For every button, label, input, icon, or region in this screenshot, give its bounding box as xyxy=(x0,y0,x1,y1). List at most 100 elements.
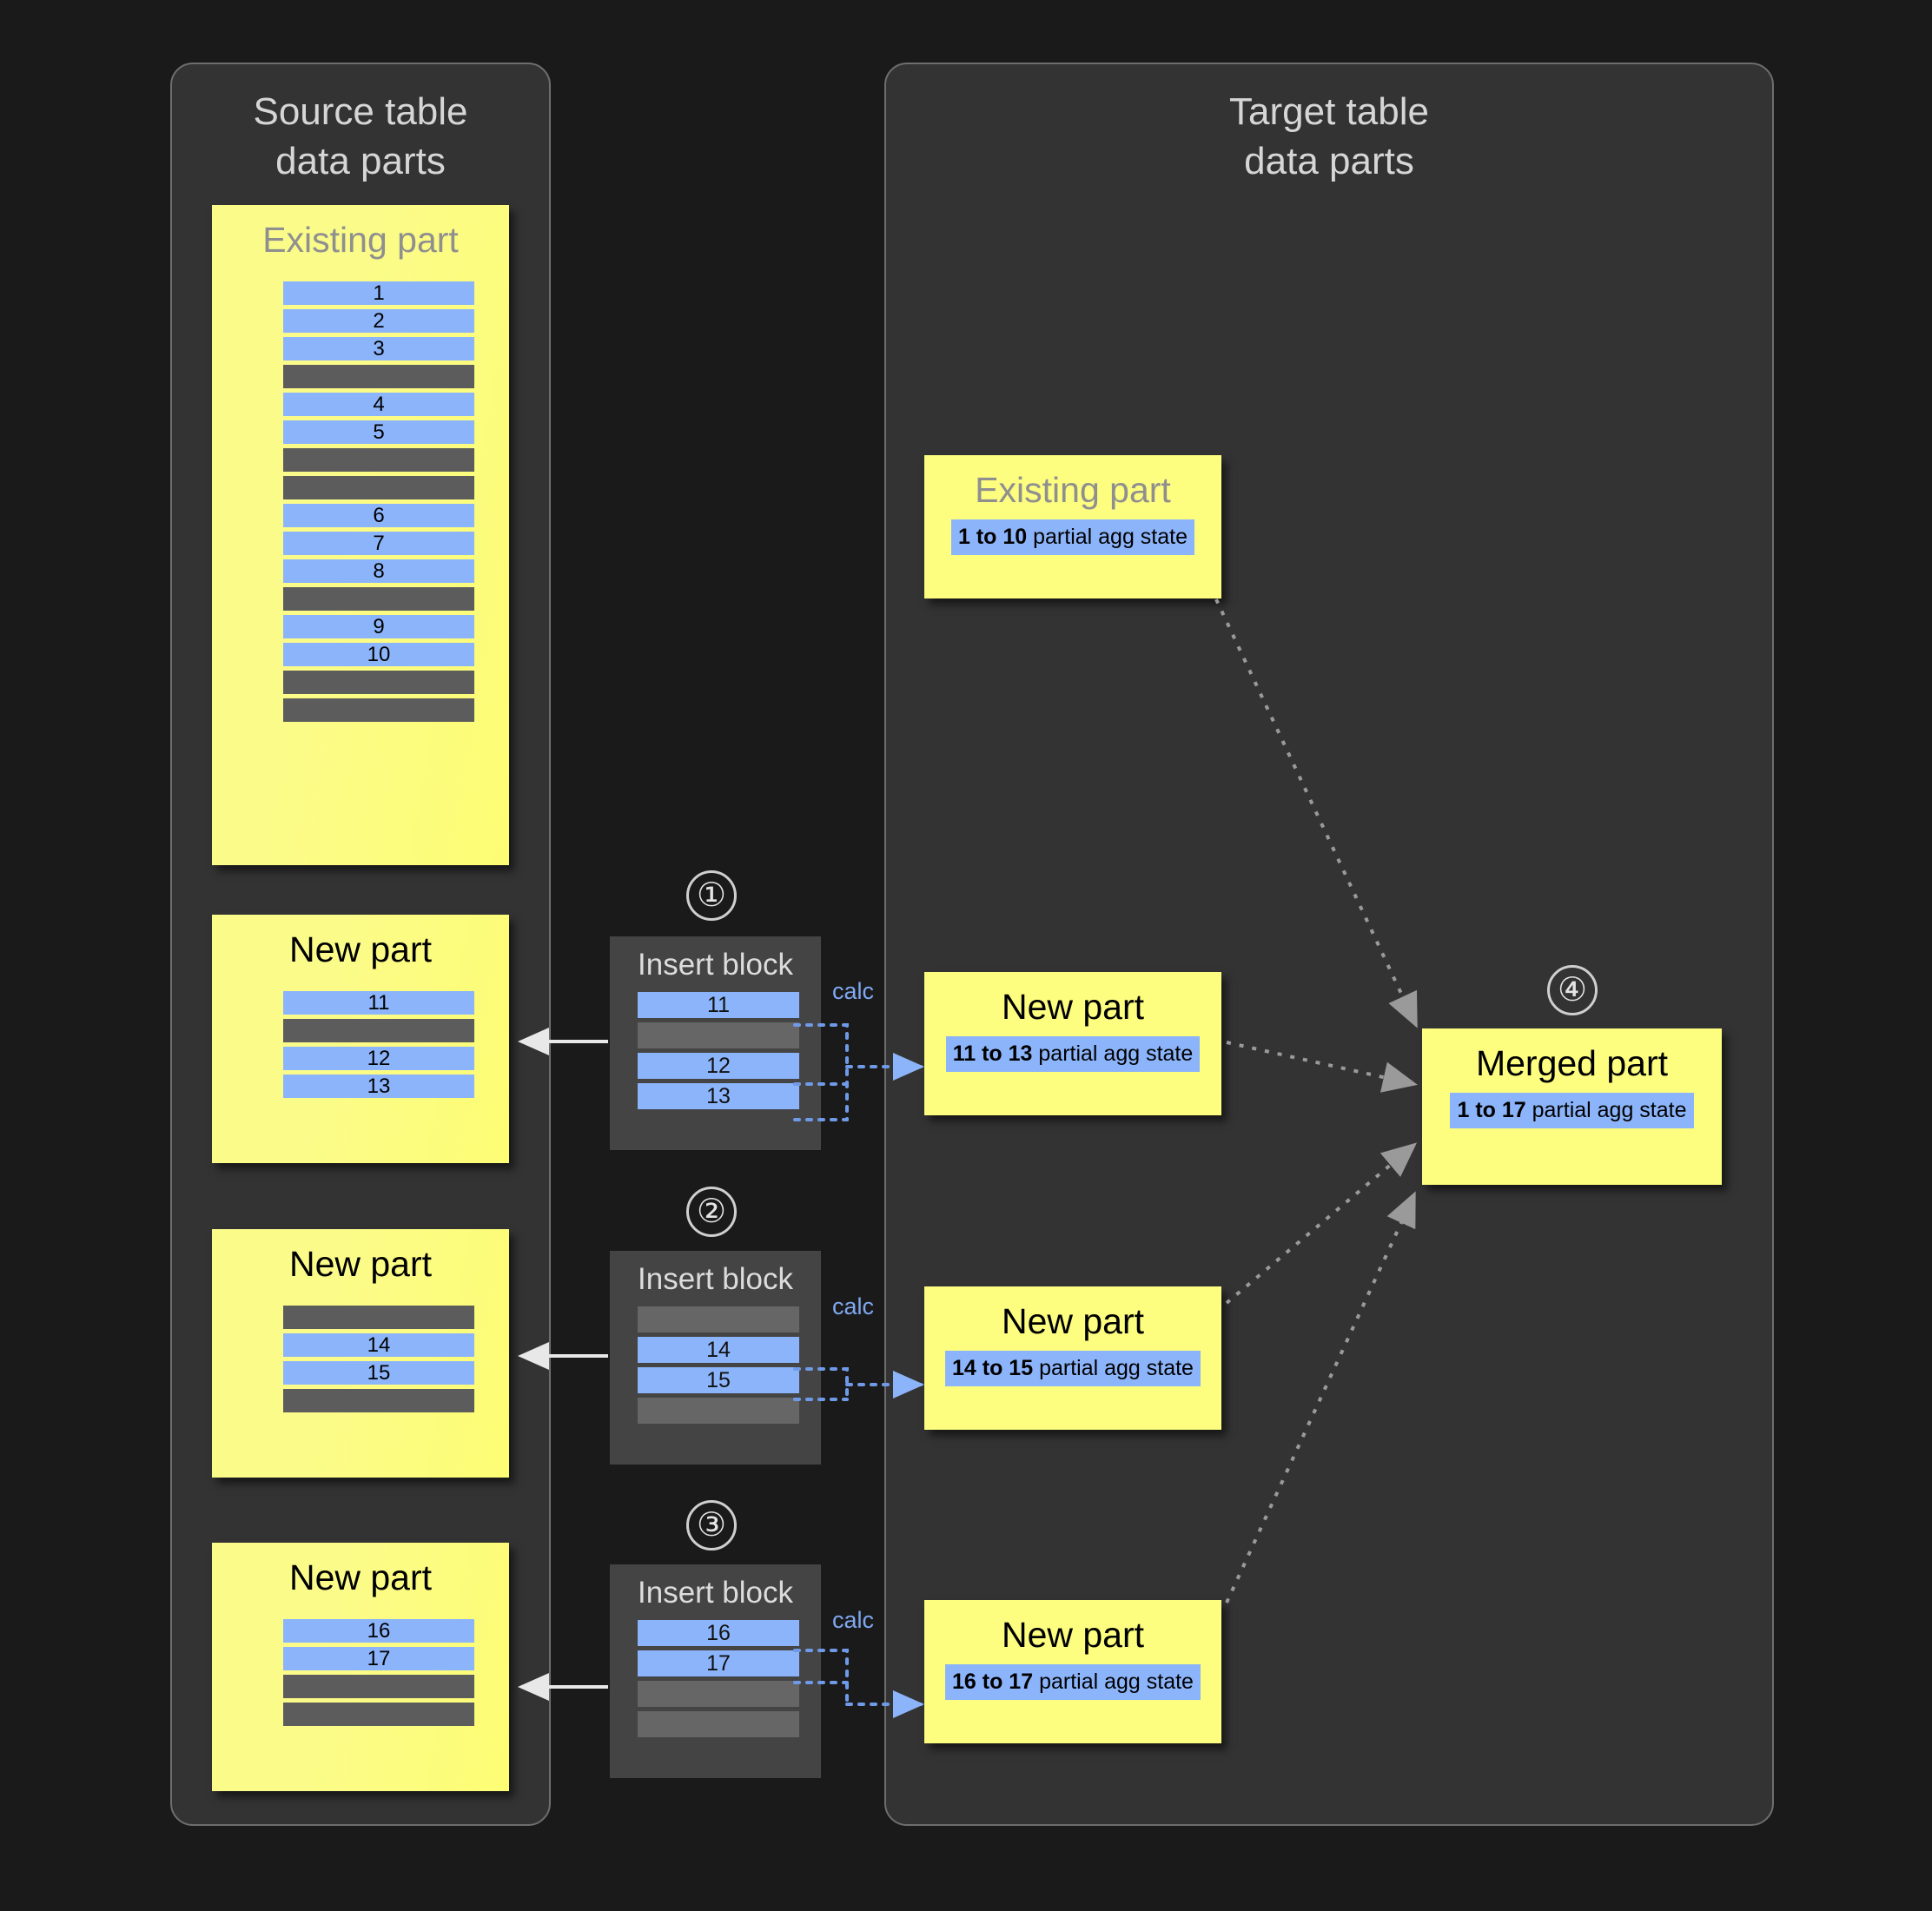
merged-part-agg-range: 1 to 17 xyxy=(1457,1098,1526,1122)
source-existing-part: Existing part 1 2 3 4 5 6 7 8 9 10 xyxy=(212,205,509,865)
source-existing-part-row-10: 7 xyxy=(283,532,474,555)
insert-block-2-row-4 xyxy=(638,1398,799,1424)
insert-block-3-row-4 xyxy=(638,1711,799,1737)
target-new-part-1-agg-wrap: 11 to 13 partial agg state xyxy=(924,1036,1221,1072)
target-existing-agg-wrap: 1 to 10 partial agg state xyxy=(924,519,1221,555)
source-existing-part-row-15 xyxy=(283,671,474,694)
target-new-part-3-label: New part xyxy=(1001,1615,1145,1655)
source-existing-part-row-11: 8 xyxy=(283,559,474,583)
target-new-part-3: New part 16 to 17 partial agg state xyxy=(924,1600,1221,1743)
source-existing-part-row-13: 9 xyxy=(283,615,474,638)
target-new-part-1-agg-range: 11 to 13 xyxy=(952,1041,1033,1066)
merged-part: Merged part 1 to 17 partial agg state xyxy=(1422,1028,1722,1185)
target-new-part-1: New part 11 to 13 partial agg state xyxy=(924,972,1221,1115)
source-panel-title: Source table data parts xyxy=(253,90,468,182)
target-new-part-2-agg-wrap: 14 to 15 partial agg state xyxy=(924,1351,1221,1386)
step-circle-1: ① xyxy=(686,870,737,921)
target-new-part-1-agg-suffix: partial agg state xyxy=(1032,1041,1194,1066)
source-existing-part-row-1: 1 xyxy=(283,281,474,305)
source-new-part-2-row-4 xyxy=(283,1389,474,1412)
source-new-part-3-row-4 xyxy=(283,1703,474,1726)
source-new-part-1-row-1: 11 xyxy=(283,991,474,1015)
target-new-part-3-agg-wrap: 16 to 17 partial agg state xyxy=(924,1664,1221,1700)
calc-label-3: calc xyxy=(832,1607,875,1633)
insert-block-1-row-1: 11 xyxy=(638,992,799,1018)
source-existing-part-row-7 xyxy=(283,448,474,472)
source-new-part-2-row-3: 15 xyxy=(283,1361,474,1385)
insert-block-1: Insert block 11 12 13 xyxy=(610,936,821,1150)
source-existing-part-row-14: 10 xyxy=(283,643,474,666)
target-existing-agg-state: 1 to 10 partial agg state xyxy=(950,519,1195,555)
merged-part-agg-wrap: 1 to 17 partial agg state xyxy=(1422,1093,1722,1128)
target-new-part-1-agg-state: 11 to 13 partial agg state xyxy=(945,1036,1201,1072)
source-new-part-3-row-3 xyxy=(283,1675,474,1698)
insert-block-2-row-1 xyxy=(638,1306,799,1332)
target-new-part-3-agg-range: 16 to 17 xyxy=(952,1670,1034,1694)
target-existing-agg-suffix: partial agg state xyxy=(1027,525,1188,549)
calc-label-2: calc xyxy=(832,1293,875,1319)
target-existing-part-label: Existing part xyxy=(975,470,1171,510)
insert-block-1-rows: 11 12 13 xyxy=(638,992,799,1109)
source-existing-part-row-2: 2 xyxy=(283,309,474,333)
calc-label-1: calc xyxy=(832,978,875,1004)
insert-block-1-row-3: 12 xyxy=(638,1053,799,1079)
target-new-part-2-agg-state: 14 to 15 partial agg state xyxy=(945,1351,1201,1386)
source-existing-part-label: Existing part xyxy=(262,220,459,260)
source-new-part-3-label: New part xyxy=(288,1557,433,1597)
source-new-part-1-label: New part xyxy=(288,929,433,969)
target-new-part-3-agg-state: 16 to 17 partial agg state xyxy=(945,1664,1201,1700)
source-existing-part-row-8 xyxy=(283,476,474,499)
merged-part-agg-suffix: partial agg state xyxy=(1525,1098,1687,1122)
source-existing-part-rows: 1 2 3 4 5 6 7 8 9 10 xyxy=(283,281,474,722)
merged-part-agg-state: 1 to 17 partial agg state xyxy=(1450,1093,1694,1128)
source-existing-part-row-5: 4 xyxy=(283,393,474,416)
source-new-part-2-row-2: 14 xyxy=(283,1333,474,1357)
source-existing-part-row-6: 5 xyxy=(283,420,474,444)
insert-block-1-row-4: 13 xyxy=(638,1083,799,1109)
target-new-part-2: New part 14 to 15 partial agg state xyxy=(924,1286,1221,1430)
insert-block-1-title: Insert block xyxy=(638,948,793,982)
source-existing-part-row-3: 3 xyxy=(283,337,474,360)
target-new-part-2-agg-suffix: partial agg state xyxy=(1033,1356,1194,1380)
source-new-part-1-row-2 xyxy=(283,1019,474,1042)
insert-block-1-row-2 xyxy=(638,1022,799,1048)
target-new-part-2-label: New part xyxy=(1001,1301,1145,1341)
source-new-part-3-row-2: 17 xyxy=(283,1647,474,1670)
step-circle-4: ④ xyxy=(1547,965,1598,1015)
source-existing-part-row-9: 6 xyxy=(283,504,474,527)
target-table-panel: Target table data parts xyxy=(884,63,1774,1826)
target-existing-agg-range: 1 to 10 xyxy=(957,525,1028,549)
target-new-part-2-agg-range: 14 to 15 xyxy=(952,1356,1034,1380)
source-new-part-1-row-3: 12 xyxy=(283,1047,474,1070)
source-existing-part-row-4 xyxy=(283,365,474,388)
target-new-part-1-label: New part xyxy=(1001,987,1145,1027)
insert-block-2-row-3: 15 xyxy=(638,1367,799,1393)
insert-block-2-row-2: 14 xyxy=(638,1337,799,1363)
source-new-part-2-label: New part xyxy=(288,1244,433,1284)
insert-block-3-title: Insert block xyxy=(638,1576,793,1610)
target-panel-title: Target table data parts xyxy=(1229,90,1429,182)
insert-block-2-title: Insert block xyxy=(638,1262,793,1296)
insert-block-3-row-2: 17 xyxy=(638,1650,799,1676)
source-existing-part-row-16 xyxy=(283,698,474,722)
source-new-part-3-row-1: 16 xyxy=(283,1619,474,1643)
target-new-part-3-agg-suffix: partial agg state xyxy=(1033,1670,1194,1694)
source-new-part-2-row-1 xyxy=(283,1306,474,1329)
step-circle-2: ② xyxy=(686,1187,737,1237)
source-existing-part-row-12 xyxy=(283,587,474,611)
merged-part-label: Merged part xyxy=(1475,1043,1669,1083)
step-circle-3: ③ xyxy=(686,1500,737,1551)
target-existing-part: Existing part 1 to 10 partial agg state xyxy=(924,455,1221,598)
insert-block-3-row-1: 16 xyxy=(638,1620,799,1646)
